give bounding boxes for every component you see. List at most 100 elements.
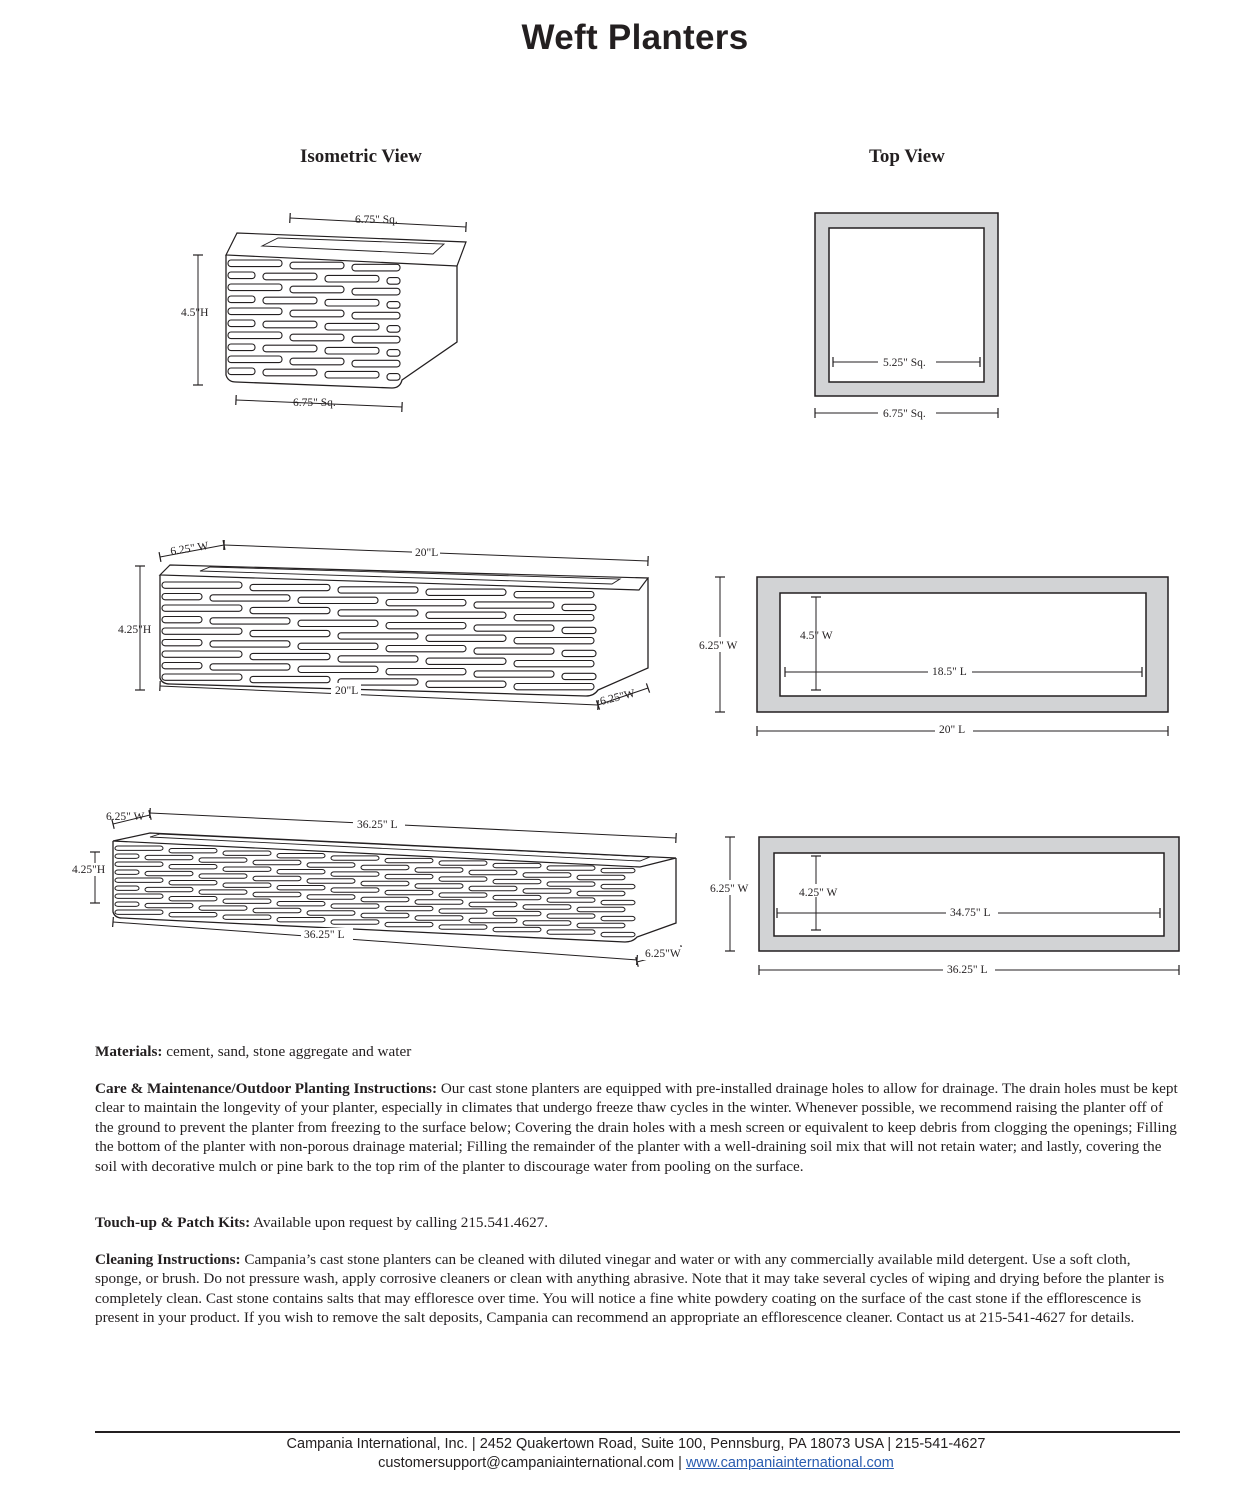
- weave-slat: [161, 661, 203, 670]
- weave-slat: [227, 355, 283, 364]
- weave-slat: [513, 590, 595, 599]
- dim-large-top-outer-width: 6.25" W: [710, 883, 748, 895]
- care-label: Care & Maintenance/Outdoor Planting Inst…: [95, 1080, 438, 1097]
- dimension-line: [149, 807, 677, 844]
- weave-slat: [161, 604, 243, 612]
- weave-slat: [227, 343, 256, 352]
- weave-slat: [438, 908, 488, 914]
- weave-slat: [227, 271, 256, 280]
- weave-slat: [262, 368, 318, 377]
- weave-slat: [222, 914, 272, 920]
- small-isometric-planter: [225, 232, 467, 389]
- weave-slat: [425, 657, 507, 665]
- dim-large-top-inner-length: 34.75" L: [950, 907, 990, 919]
- weave-slat: [306, 862, 356, 868]
- weave-slat: [209, 663, 291, 671]
- footer-contact: customersupport@campaniainternational.co…: [0, 1455, 1250, 1471]
- dim-medium-iso-height: 4.25"H: [118, 624, 151, 636]
- weave-slat: [546, 865, 596, 871]
- weave-slat: [414, 915, 464, 921]
- weave-slat: [161, 673, 243, 681]
- touchup-paragraph: Touch-up & Patch Kits: Available upon re…: [95, 1213, 1181, 1232]
- weave-slat: [522, 904, 572, 910]
- weave-slat: [198, 857, 248, 863]
- weave-slat: [306, 894, 356, 900]
- dim-large-iso-height: 4.25"H: [72, 864, 105, 876]
- weave-slat: [161, 615, 203, 624]
- top-view-heading: Top View: [869, 146, 945, 167]
- weave-slat: [386, 373, 401, 381]
- touchup-text: Available upon request by calling 215.54…: [250, 1214, 549, 1231]
- weave-slat: [561, 672, 597, 681]
- large-isometric-planter: [112, 832, 677, 943]
- dim-large-iso-length-top: 36.25" L: [357, 819, 397, 831]
- weave-slat: [114, 877, 164, 883]
- weave-slat: [114, 869, 140, 875]
- weave-slat: [297, 665, 379, 674]
- weave-slat: [414, 867, 464, 873]
- weave-slat: [227, 319, 256, 328]
- weave-slat: [473, 647, 555, 655]
- weave-slat: [249, 629, 331, 638]
- weave-slat: [161, 581, 243, 589]
- weave-slat: [161, 650, 243, 658]
- dim-large-top-inner-width: 4.25" W: [799, 887, 837, 899]
- weave-slat: [360, 912, 410, 919]
- weave-slat: [330, 887, 380, 893]
- weave-slat: [161, 638, 203, 647]
- weave-slat: [351, 263, 401, 272]
- cleaning-label: Cleaning Instructions:: [95, 1251, 241, 1268]
- weave-slat: [114, 853, 140, 859]
- weave-slat: [546, 881, 596, 887]
- weave-slat: [600, 915, 636, 922]
- dim-large-iso-length-bottom: 36.25" L: [304, 929, 344, 941]
- weave-slat: [222, 882, 272, 888]
- weave-slat: [385, 644, 467, 653]
- dim-medium-iso-width-bottom: 6.25"W: [599, 688, 637, 708]
- weave-slat: [438, 860, 488, 866]
- website-link[interactable]: www.campaniainternational.com: [685, 1455, 894, 1471]
- weave-slat: [324, 322, 380, 331]
- weave-slat: [561, 649, 597, 658]
- weave-slat: [576, 874, 626, 881]
- weave-slat: [249, 606, 331, 615]
- dim-medium-top-inner-width: 4.5" W: [800, 630, 833, 642]
- weave-slat: [492, 910, 542, 917]
- weave-slat: [468, 885, 518, 892]
- weave-slat: [262, 296, 318, 305]
- care-paragraph: Care & Maintenance/Outdoor Planting Inst…: [95, 1079, 1181, 1176]
- medium-isometric-planter: [158, 564, 650, 697]
- weave-slat: [337, 655, 419, 663]
- dim-medium-iso-length-bottom: 20"L: [335, 685, 358, 697]
- weave-slat: [161, 592, 203, 601]
- weave-slat: [546, 913, 596, 919]
- weave-slat: [576, 906, 626, 913]
- dim-medium-top-outer-width: 6.25" W: [699, 640, 737, 652]
- weave-slat: [386, 277, 401, 285]
- dim-large-top-outer-length: 36.25" L: [947, 964, 987, 976]
- weave-slat: [425, 680, 507, 688]
- weave-slat: [468, 901, 518, 908]
- weave-slat: [306, 878, 356, 884]
- weave-slat: [276, 885, 326, 891]
- weave-slat: [306, 910, 356, 916]
- weave-slat: [384, 889, 434, 896]
- weave-slat: [276, 853, 326, 859]
- weave-slat: [324, 346, 380, 355]
- weave-slat: [144, 854, 194, 861]
- weave-slat: [522, 920, 572, 926]
- cleaning-text: Campania’s cast stone planters can be cl…: [95, 1251, 1165, 1327]
- weave-slat: [438, 876, 488, 882]
- dimension-line: [111, 809, 152, 830]
- dim-medium-iso-length-top: 20"L: [415, 547, 438, 559]
- weave-slat: [297, 642, 379, 651]
- weave-slat: [360, 864, 410, 871]
- dim-medium-iso-width-top: 6.25" W: [170, 540, 210, 558]
- weave-slat: [473, 624, 555, 632]
- weave-slat: [324, 298, 380, 307]
- weave-slat: [600, 899, 636, 906]
- weave-slat: [289, 333, 345, 342]
- weave-slat: [414, 899, 464, 905]
- weave-slat: [513, 636, 595, 645]
- weave-slat: [330, 855, 380, 861]
